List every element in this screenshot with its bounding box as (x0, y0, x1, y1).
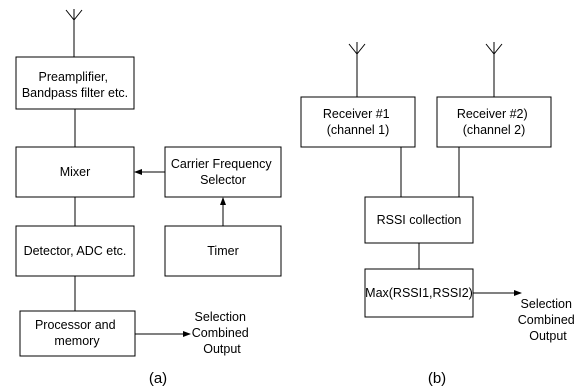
timer-label: Timer (207, 244, 238, 258)
caption-a: (a) (149, 370, 167, 387)
carrier-label-line-2: Selector (200, 173, 246, 187)
caption-b: (b) (428, 370, 446, 387)
antenna-a-icon (65, 9, 83, 57)
svg-text:Timer: Timer (207, 244, 238, 258)
mixer-label: Mixer (60, 165, 91, 179)
preamplifier-label-line-2: Bandpass filter etc. (22, 86, 128, 100)
svg-text:Preamplifier, Bandpass: Preamplifier, Bandpass filter etc. (22, 70, 128, 100)
svg-text:Receiver #2) (channel: Receiver #2) (channel 2) (457, 107, 531, 137)
receiver-1-label-line-1: Receiver #1 (323, 107, 390, 121)
carrier-frequency-selector-block: Carrier Frequency Selector (164, 146, 282, 198)
svg-text:Max(RSSI1,RSSI2): Max(RSSI1,RSSI2) (365, 286, 473, 300)
detector-label: Detector, ADC etc. (24, 244, 127, 258)
rssi-collection-label: RSSI collection (377, 213, 462, 227)
diagram-a: Preamplifier, Bandpass filter etc. Mixer… (15, 9, 282, 387)
svg-text:Processor and memory: Processor and memory (35, 318, 119, 348)
processor-memory-block: Processor and memory (19, 310, 136, 357)
mixer-block: Mixer (15, 146, 135, 198)
preamplifier-label-line-1: Preamplifier, (39, 70, 108, 84)
svg-text:Detector, ADC etc.: Detector, ADC etc. (24, 244, 127, 258)
timer-block: Timer (164, 225, 282, 277)
antenna-b2-icon (485, 42, 503, 97)
output-label-a: Selection Combined Output (192, 310, 252, 356)
receiver-1-block: Receiver #1 (channel 1) (300, 96, 416, 148)
rssi-collection-block: RSSI collection (364, 196, 474, 244)
carrier-label-line-1: Carrier Frequency (171, 157, 272, 171)
output-label-b: Selection Combined Output (518, 297, 576, 343)
svg-text:Receiver #1 (channel 1: Receiver #1 (channel 1) (323, 107, 393, 137)
receiver-2-block: Receiver #2) (channel 2) (436, 96, 552, 148)
svg-text:RSSI collection: RSSI collection (377, 213, 462, 227)
processor-label-line-1: Processor and (35, 318, 116, 332)
diagram-b: Receiver #1 (channel 1) Receiver #2) (ch… (300, 42, 576, 387)
svg-text:Mixer: Mixer (60, 165, 91, 179)
detector-adc-block: Detector, ADC etc. (15, 225, 135, 277)
receiver-2-label-line-2: (channel 2) (463, 123, 526, 137)
max-rssi-block: Max(RSSI1,RSSI2) (364, 268, 474, 318)
receiver-2-label-line-1: Receiver #2) (457, 107, 528, 121)
svg-text:Carrier Frequency Sele: Carrier Frequency Selector (171, 157, 275, 187)
receiver-1-label-line-2: (channel 1) (327, 123, 390, 137)
max-rssi-label: Max(RSSI1,RSSI2) (365, 286, 473, 300)
preamplifier-block: Preamplifier, Bandpass filter etc. (15, 56, 135, 110)
processor-label-line-2: memory (54, 334, 100, 348)
antenna-b1-icon (348, 42, 366, 97)
